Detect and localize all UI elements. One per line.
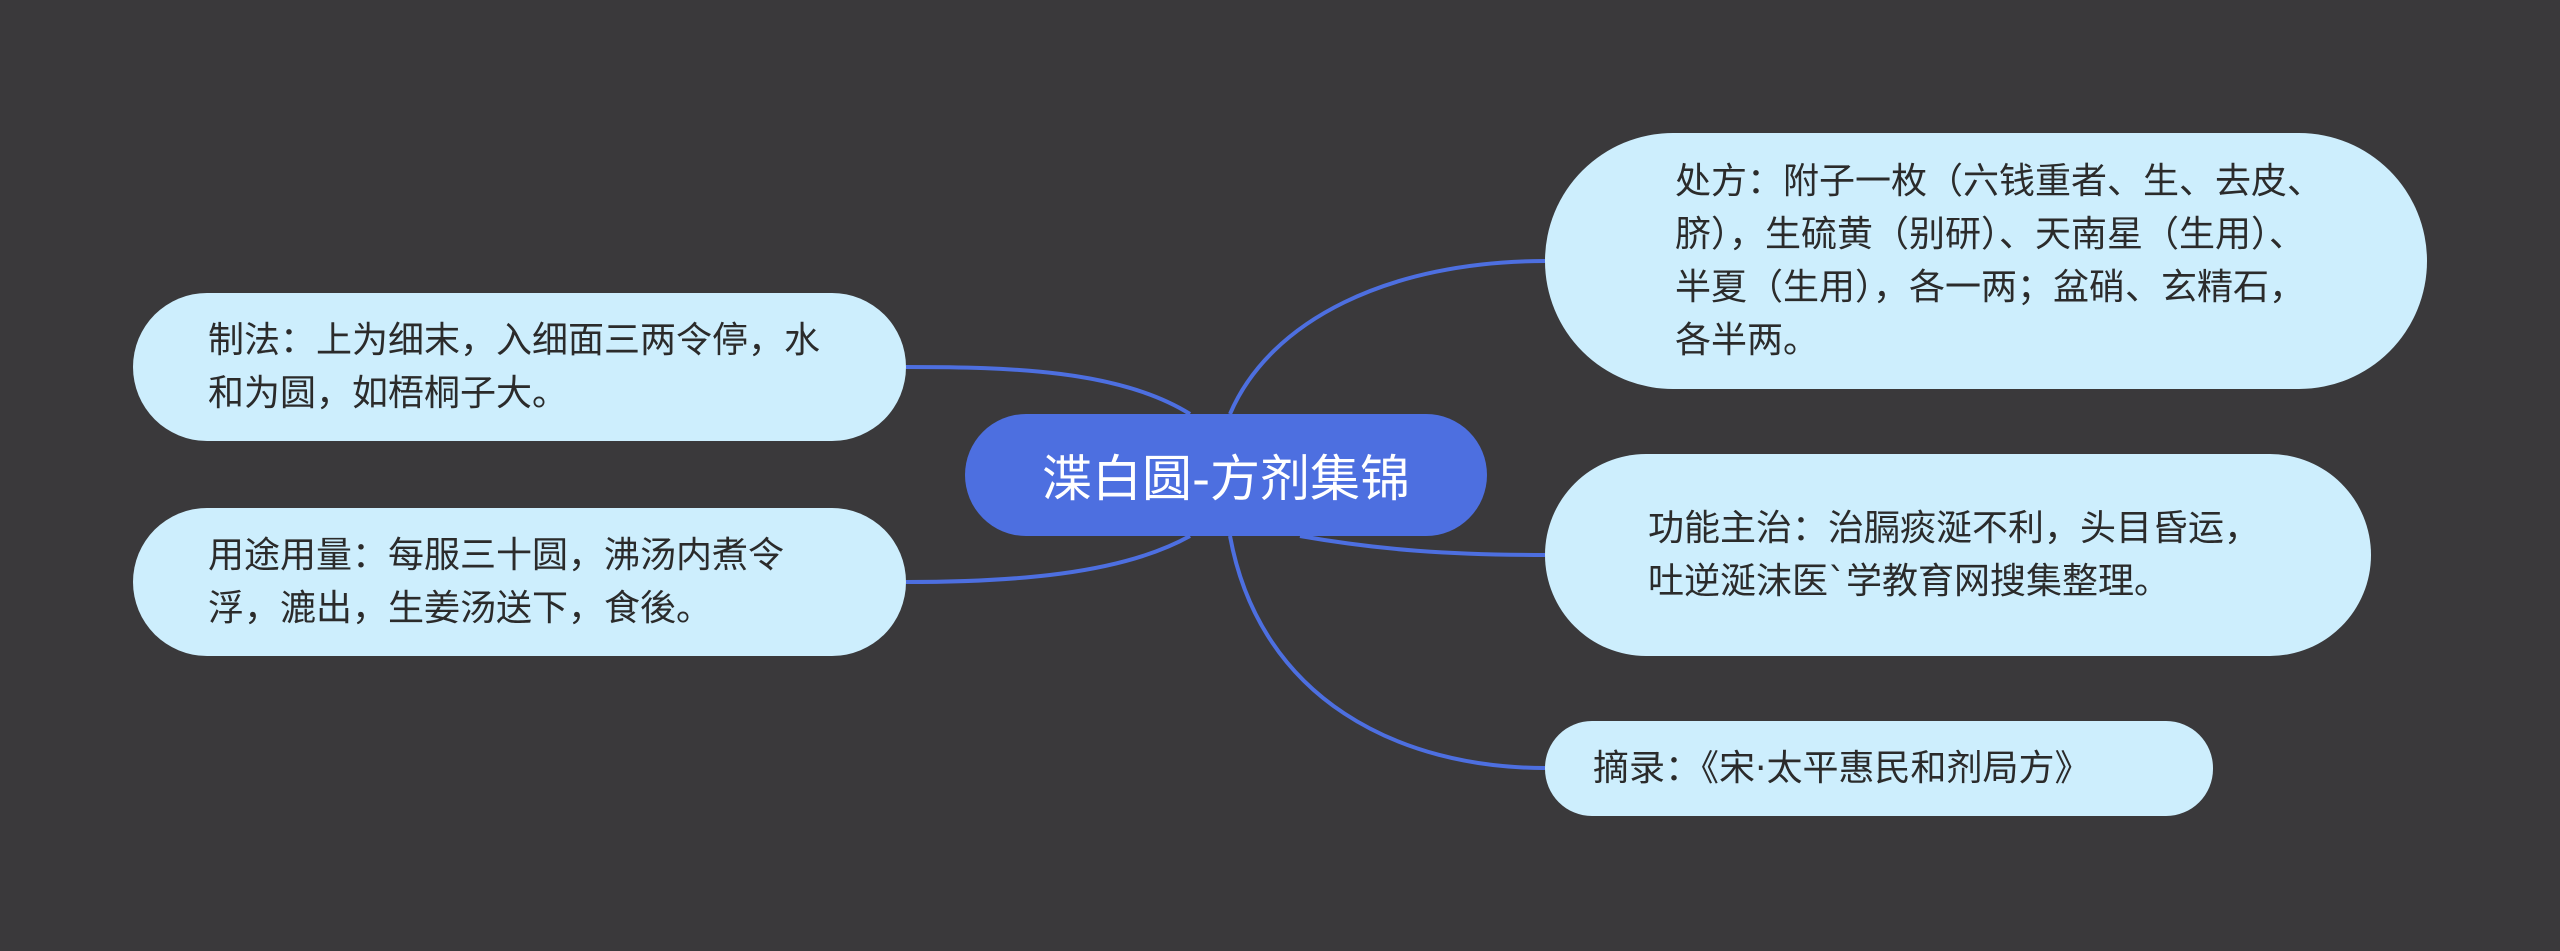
topic-function-text: 功能主治：治膈痰涎不利，头目昏运，吐逆涎沫医`学教育网搜集整理。 [1648, 508, 2261, 602]
topic-source-text: 摘录：《宋·太平惠民和剂局方》 [1593, 748, 2091, 789]
root-topic-label: 渫白圆-方剂集锦 [1041, 450, 1411, 508]
topic-function[interactable]: 功能主治：治膈痰涎不利，头目昏运，吐逆涎沫医`学教育网搜集整理。 [1545, 454, 2371, 656]
topic-usage[interactable]: 用途用量：每服三十圆，沸汤内煮令浮，漉出，生姜汤送下，食後。 [133, 508, 906, 656]
topic-source[interactable]: 摘录：《宋·太平惠民和剂局方》 [1545, 721, 2213, 816]
link-recipe [1228, 259, 1546, 415]
topic-method-text: 制法：上为细末，入细面三两令停，水和为圆，如梧桐子大。 [208, 320, 821, 414]
topic-method[interactable]: 制法：上为细末，入细面三两令停，水和为圆，如梧桐子大。 [133, 293, 906, 441]
link-usage [905, 534, 1191, 584]
link-source [1228, 535, 1546, 770]
topic-recipe[interactable]: 处方：附子一枚（六钱重者、生、去皮、脐），生硫黄（别研）、天南星（生用）、半夏（… [1545, 133, 2427, 389]
topic-usage-text: 用途用量：每服三十圆，沸汤内煮令浮，漉出，生姜汤送下，食後。 [208, 535, 785, 629]
root-topic[interactable]: 渫白圆-方剂集锦 [965, 414, 1487, 536]
link-method [905, 365, 1192, 416]
link-function [1299, 534, 1546, 557]
topic-recipe-text: 处方：附子一枚（六钱重者、生、去皮、脐），生硫黄（别研）、天南星（生用）、半夏（… [1675, 161, 2324, 361]
